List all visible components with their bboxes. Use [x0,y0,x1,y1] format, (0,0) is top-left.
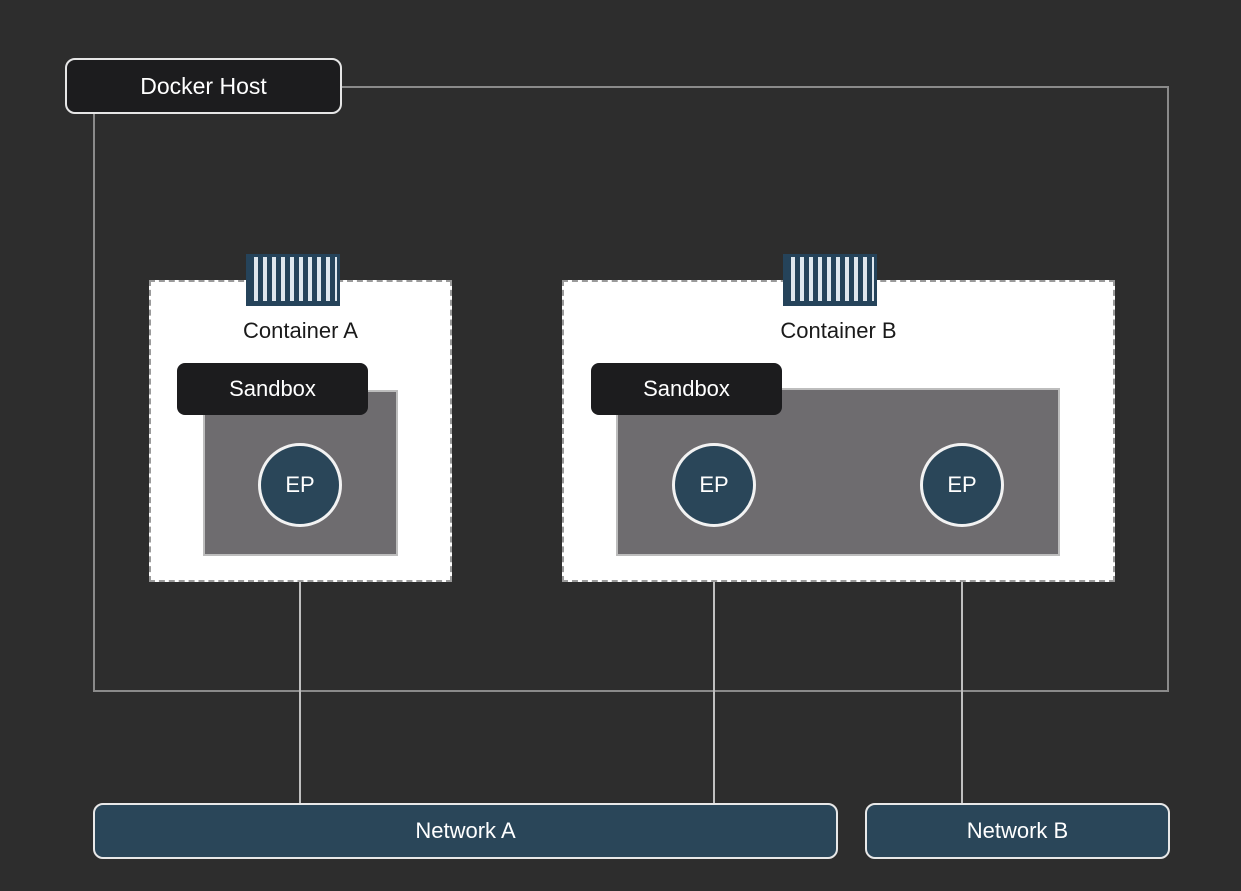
container-b-crate-icon [783,254,877,306]
container-b-endpoint-1[interactable]: EP [672,443,756,527]
container-a-crate-icon [246,254,340,306]
container-b[interactable]: Container B Sandbox [562,280,1115,582]
container-a-endpoint[interactable]: EP [258,443,342,527]
container-b-title: Container B [780,318,897,343]
docker-host-label: Docker Host [65,58,342,114]
container-b-endpoint-2[interactable]: EP [920,443,1004,527]
network-a[interactable]: Network A [93,803,838,859]
wire-container-b-ep1-network-a [713,525,715,803]
network-b[interactable]: Network B [865,803,1170,859]
container-a-title: Container A [243,318,358,343]
container-a[interactable]: Container A Sandbox [149,280,452,582]
wire-container-b-ep2-network-b [961,525,963,803]
docker-host-frame [93,86,1169,692]
container-a-sandbox-label: Sandbox [177,363,368,415]
wire-container-a-ep-network-a [299,525,301,803]
container-b-sandbox-label: Sandbox [591,363,782,415]
